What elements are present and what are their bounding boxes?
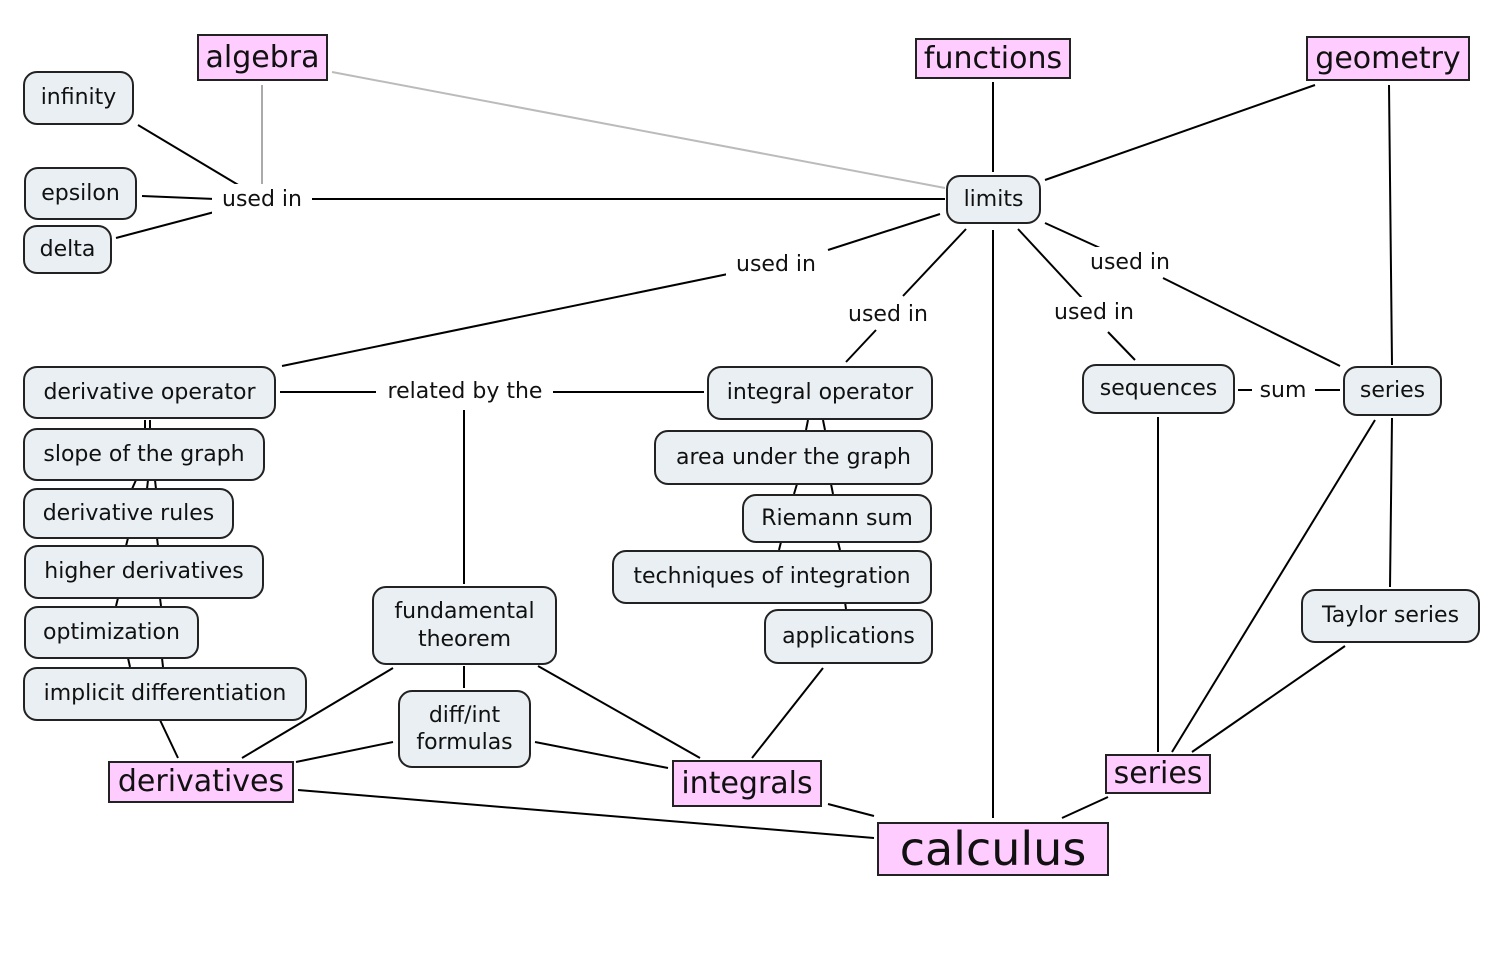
- node-techniques-of-integration[interactable]: techniques of integration: [612, 550, 932, 604]
- node-limits[interactable]: limits: [946, 175, 1041, 224]
- link: [837, 541, 841, 551]
- link: [154, 479, 157, 490]
- link: [125, 537, 129, 547]
- node-taylor-series[interactable]: Taylor series: [1301, 589, 1480, 643]
- link: [241, 667, 394, 759]
- node-derivative-operator[interactable]: derivative operator: [23, 366, 276, 419]
- link: [1162, 277, 1341, 367]
- link: [1107, 331, 1136, 361]
- node-area-under-the-graph[interactable]: area under the graph: [654, 430, 933, 485]
- link: [159, 719, 179, 759]
- node-infinity[interactable]: infinity: [23, 71, 134, 125]
- link-label-used-in: used in: [838, 299, 938, 329]
- link: [534, 741, 669, 769]
- link: [1044, 84, 1316, 181]
- node-applications[interactable]: applications: [764, 609, 933, 664]
- node-integral-operator[interactable]: integral operator: [707, 366, 933, 420]
- node-higher-derivatives[interactable]: higher derivatives: [24, 545, 264, 599]
- node-optimization[interactable]: optimization: [24, 606, 199, 659]
- node-riemann-sum[interactable]: Riemann sum: [742, 494, 932, 543]
- node-slope-of-the-graph[interactable]: slope of the graph: [23, 428, 265, 481]
- link: [822, 419, 826, 431]
- concept-derivatives[interactable]: derivatives: [108, 761, 294, 803]
- link: [751, 667, 824, 759]
- link-label-used-in: used in: [1080, 247, 1180, 277]
- link: [830, 483, 834, 495]
- node-fundamental-theorem[interactable]: fundamental theorem: [372, 586, 557, 665]
- node-sequences[interactable]: sequences: [1082, 364, 1235, 414]
- link: [161, 657, 164, 668]
- link: [115, 597, 119, 607]
- link-label-used-in: used in: [1044, 297, 1144, 327]
- link: [127, 657, 131, 668]
- concept-calculus[interactable]: calculus: [877, 822, 1109, 876]
- link: [902, 228, 967, 297]
- link: [281, 273, 729, 367]
- link: [1171, 419, 1376, 753]
- concept-integrals[interactable]: integrals: [672, 760, 822, 807]
- link: [331, 71, 946, 189]
- link: [827, 213, 941, 251]
- link: [297, 789, 875, 839]
- concept-algebra[interactable]: algebra: [197, 34, 328, 81]
- link-label-sum: sum: [1253, 375, 1313, 405]
- link: [793, 483, 798, 495]
- link: [146, 479, 149, 490]
- link: [1191, 645, 1346, 753]
- node-epsilon[interactable]: epsilon: [24, 167, 137, 220]
- link: [805, 419, 809, 431]
- concept-series[interactable]: series: [1105, 754, 1211, 794]
- concept-functions[interactable]: functions: [915, 38, 1071, 79]
- node-diff-int-formulas[interactable]: diff/int formulas: [398, 690, 531, 768]
- link: [295, 741, 394, 763]
- link: [1388, 84, 1393, 366]
- link: [141, 195, 216, 200]
- node-derivative-rules[interactable]: derivative rules: [23, 488, 234, 539]
- node-delta[interactable]: delta: [23, 225, 112, 274]
- link: [778, 541, 782, 551]
- link-label-related-by-the: related by the: [378, 376, 552, 406]
- link: [131, 479, 137, 490]
- link: [537, 665, 701, 759]
- concept-geometry[interactable]: geometry: [1306, 36, 1470, 81]
- node-series[interactable]: series: [1343, 366, 1442, 416]
- link: [1389, 417, 1393, 588]
- link: [156, 537, 159, 547]
- link: [1044, 222, 1101, 249]
- link-label-used-in: used in: [726, 249, 826, 279]
- link: [115, 209, 223, 239]
- link: [1061, 796, 1109, 819]
- link: [827, 803, 875, 817]
- link: [845, 329, 877, 363]
- link: [137, 124, 241, 187]
- link: [1017, 228, 1083, 299]
- node-implicit-differentiation[interactable]: implicit differentiation: [23, 667, 307, 721]
- link: [159, 597, 162, 607]
- link-label-used-in: used in: [212, 184, 312, 214]
